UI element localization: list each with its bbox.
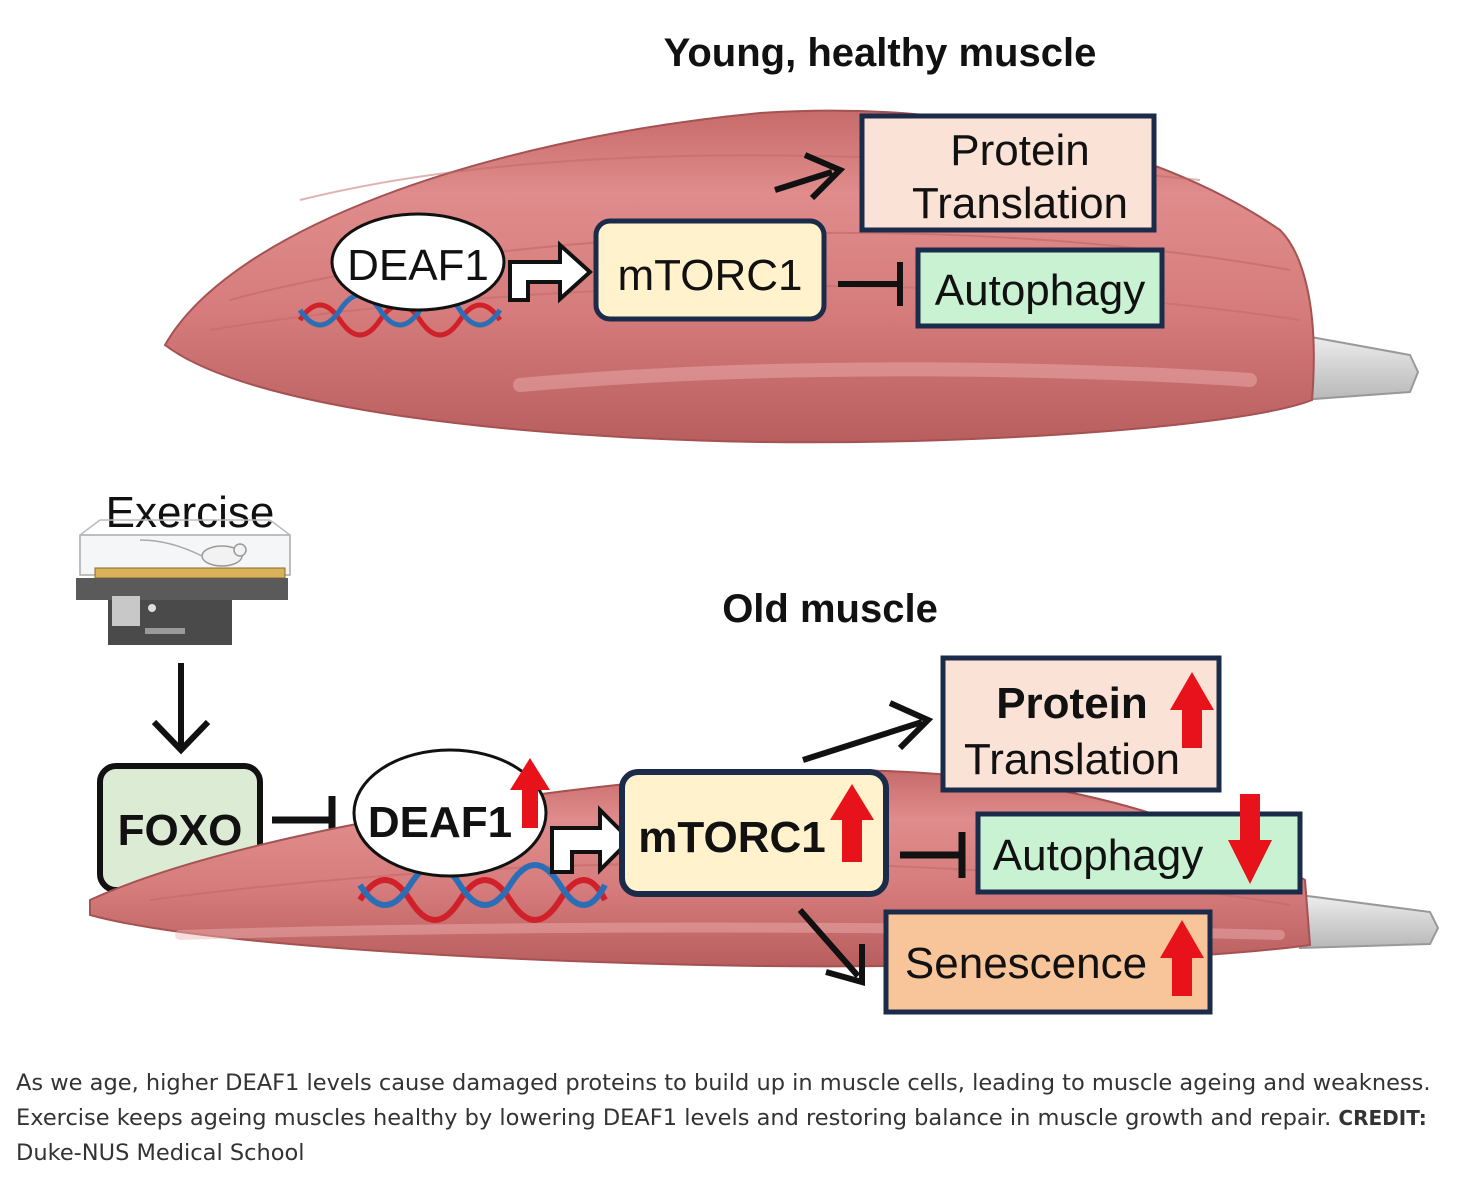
top-protein-label: Protein [950,126,1089,175]
bottom-protein-translation-box [940,655,1222,793]
top-protein-translation-box [859,113,1157,233]
exercise-down-arrow [151,663,211,755]
bottom-protein-activation-arrow [802,700,934,763]
bottom-mtorc1-box [619,769,889,897]
autophagy-down-arrow-icon [1228,794,1272,884]
exercise-label: Exercise [106,488,275,537]
top-mtorc1-label: mTORC1 [618,251,803,300]
senescence-up-arrow-icon [1160,920,1204,996]
top-panel-title: Young, healthy muscle [664,31,1097,75]
bottom-inhibition-line [900,832,966,878]
bottom-promoter-arrow [550,805,633,875]
protein-translation-up-arrow-icon [1170,672,1214,748]
top-mtorc1-box [593,218,827,322]
senescence-activation-arrow [797,908,865,986]
foxo-label: FOXO [118,806,243,855]
bottom-autophagy-label: Autophagy [993,831,1203,880]
mtorc1-up-arrow-icon [830,784,874,862]
senescence-label: Senescence [905,939,1147,988]
bottom-deaf1-ellipse [352,748,548,878]
bottom-mtorc1-label: mTORC1 [638,813,825,862]
caption-text: As we age, higher DEAF1 levels cause dam… [16,1070,1431,1131]
treadmill-mouse-icon [76,519,291,645]
top-translation-label: Translation [912,179,1128,228]
credit-value: Duke-NUS Medical School [16,1140,305,1166]
credit-label: CREDIT: [1338,1106,1427,1130]
bottom-protein-label: Protein [996,679,1148,728]
top-inhibition-line [838,262,903,306]
deaf1-up-arrow-icon [510,758,550,828]
top-autophagy-box [915,247,1165,329]
diagram-figure: Young, healthy muscle DEAF1 mTORC1 Prote… [76,31,1440,1015]
top-promoter-arrow [508,240,593,304]
bottom-dna-strand [357,862,608,923]
bottom-translation-label: Translation [964,735,1180,784]
top-autophagy-label: Autophagy [935,266,1145,315]
bottom-deaf1-label: DEAF1 [368,798,512,847]
top-deaf1-ellipse [330,212,506,312]
top-deaf1-label: DEAF1 [347,241,489,290]
figure-caption: As we age, higher DEAF1 levels cause dam… [16,1066,1466,1171]
senescence-box [883,909,1213,1015]
top-activation-arrow [774,152,846,201]
bottom-panel-title: Old muscle [722,587,938,631]
